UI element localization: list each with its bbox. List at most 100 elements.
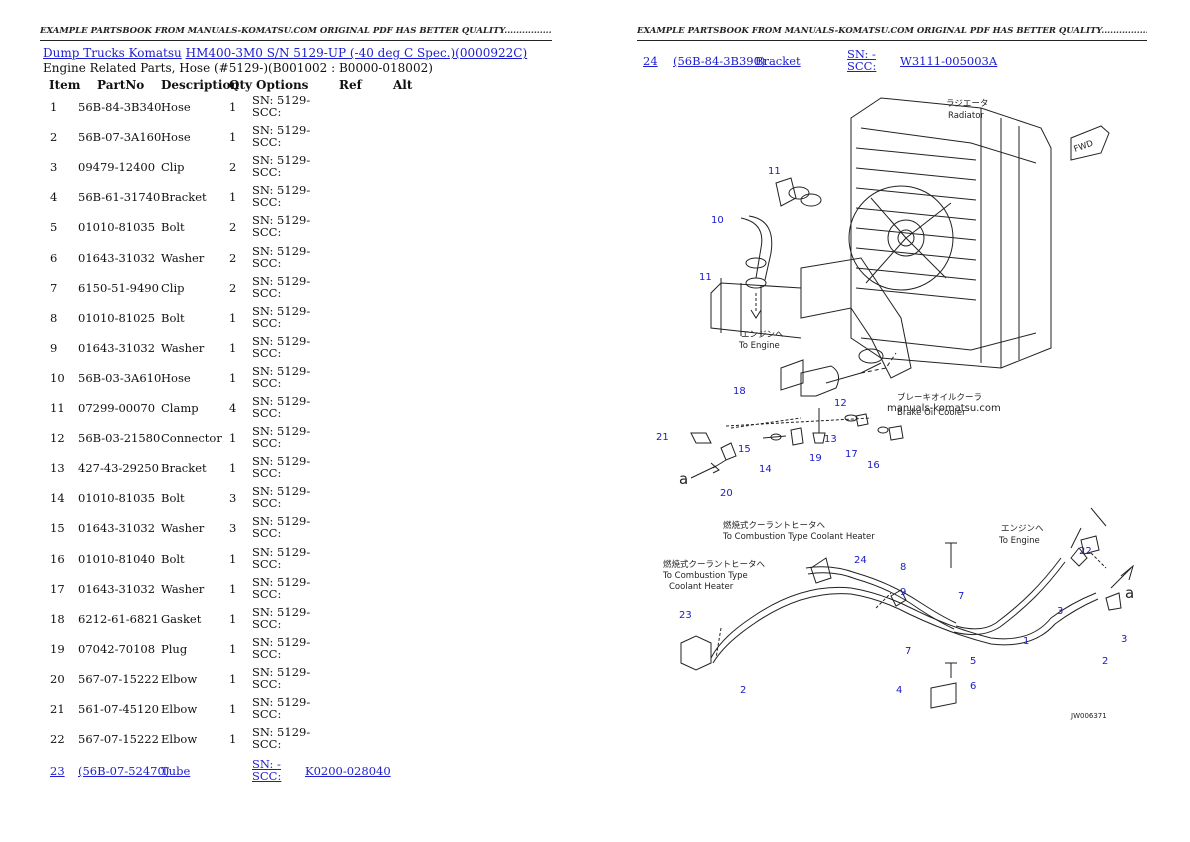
brake-oil-cooler-label-jp: ブレーキオイルクーラ [897, 392, 982, 403]
description-cell: Hose [161, 130, 191, 145]
callout-21[interactable]: 21 [656, 432, 669, 443]
qty-cell: 1 [229, 370, 237, 385]
description-cell: Washer [161, 250, 205, 265]
radiator-drawing [710, 97, 1052, 379]
partno-cell: 01010-81035 [78, 491, 156, 506]
options-scc: SCC: [252, 556, 282, 571]
options-cell: SN: 5129-SCC: [252, 154, 310, 178]
callout-22[interactable]: 22 [1079, 546, 1092, 557]
item-link[interactable]: 24 [643, 54, 658, 68]
options-cell: SN: 5129-SCC: [252, 606, 310, 630]
callout-3b[interactable]: 3 [1121, 634, 1127, 645]
description-cell: Gasket [161, 611, 202, 626]
radiator-label-en: Radiator [948, 111, 984, 121]
callout-7b[interactable]: 7 [905, 646, 911, 657]
table-row-linked: 24 (56B-84-3B390) Bracket SN: -SCC: W311… [637, 48, 1177, 78]
options-link[interactable]: SN: -SCC: [252, 758, 281, 782]
callout-9[interactable]: 9 [900, 587, 906, 598]
ref-link[interactable]: K0200-028040 [305, 764, 391, 778]
breadcrumb-link-model[interactable]: HM400-3M0 S/N 5129-UP (-40 deg C Spec.)(… [185, 46, 528, 60]
qty-cell: 1 [229, 130, 237, 145]
options-link[interactable]: SN: -SCC: [847, 48, 876, 72]
callout-7[interactable]: 7 [958, 591, 964, 602]
partno-cell: 56B-07-3A160 [78, 130, 162, 145]
coolant-heater-label-jp: 燃焼式クーラントヒータへ [723, 520, 826, 531]
qty-cell: 2 [229, 250, 237, 265]
ref-link[interactable]: W3111-005003A [900, 54, 998, 68]
marker-a-lower: a [1125, 584, 1134, 602]
item-cell: 20 [50, 671, 65, 686]
partno-cell: 56B-84-3B340 [78, 100, 162, 114]
callout-6[interactable]: 6 [970, 681, 976, 692]
callout-1[interactable]: 1 [1023, 636, 1029, 647]
qty-cell: 1 [229, 100, 237, 114]
callout-2[interactable]: 2 [1102, 656, 1108, 667]
partno-link[interactable]: (56B-84-3B390) [673, 54, 766, 68]
qty-cell: 1 [229, 340, 237, 355]
callout-11b[interactable]: 11 [699, 272, 712, 283]
description-cell: Elbow [161, 702, 198, 716]
callout-15[interactable]: 15 [738, 444, 751, 455]
partno-cell: 01643-31032 [78, 521, 156, 536]
page-header: EXAMPLE PARTSBOOK FROM MANUALS-KOMATSU.C… [40, 26, 552, 41]
callout-2b[interactable]: 2 [740, 685, 746, 696]
options-cell: SN: 5129-SCC: [252, 94, 310, 118]
options-sn: SN: 5129- [252, 93, 311, 107]
options-sn: SN: 5129- [252, 273, 311, 288]
description-link[interactable]: Bracket [755, 54, 801, 68]
callout-10[interactable]: 10 [711, 215, 724, 226]
options-scc: SCC: [252, 375, 282, 390]
breadcrumb-link-category[interactable]: Dump Trucks Komatsu [43, 46, 182, 60]
partno-cell: 01010-81035 [78, 220, 156, 235]
options-cell: SN: 5129-SCC: [252, 214, 310, 238]
partno-cell: 561-07-45120 [78, 702, 159, 716]
callout-17[interactable]: 17 [845, 449, 858, 460]
item-cell: 21 [50, 702, 65, 716]
options-scc: SCC: [252, 105, 282, 119]
exploded-parts-diagram: ラジエータ Radiator FWD エンジンへ To Engine ブレーキオ… [656, 97, 1134, 720]
options-cell: SN: 5129-SCC: [252, 726, 310, 750]
description-cell: Bolt [161, 491, 185, 506]
description-cell: Bolt [161, 310, 185, 325]
callout-20[interactable]: 20 [720, 488, 733, 499]
options-cell: SN: 5129-SCC: [252, 184, 310, 208]
callout-12[interactable]: 12 [834, 398, 847, 409]
callout-4[interactable]: 4 [896, 685, 902, 696]
item-cell: 10 [50, 370, 65, 385]
radiator-label-jp: ラジエータ [946, 99, 988, 109]
item-link[interactable]: 23 [50, 764, 65, 778]
options-cell: SN: 5129-SCC: [252, 485, 310, 509]
qty-cell: 2 [229, 160, 237, 175]
description-link[interactable]: Tube [161, 764, 191, 778]
item-cell: 9 [50, 340, 58, 355]
coolant-heater-label-jp-left: 燃焼式クーラントヒータへ [663, 559, 766, 570]
callout-18[interactable]: 18 [733, 386, 746, 397]
breadcrumb: Dump Trucks Komatsu HM400-3M0 S/N 5129-U… [43, 46, 527, 60]
callout-14[interactable]: 14 [759, 464, 772, 475]
callout-labels: 11 10 11 12 18 21 15 14 19 13 17 16 20 2… [656, 166, 1127, 696]
options-scc: SCC: [252, 315, 282, 330]
partno-link[interactable]: (56B-07-52470) [78, 764, 170, 778]
callout-16[interactable]: 16 [867, 460, 880, 471]
callout-24[interactable]: 24 [854, 555, 867, 566]
options-scc: SCC: [252, 255, 282, 270]
callout-5[interactable]: 5 [970, 656, 976, 667]
partno-cell: 01643-31032 [78, 340, 156, 355]
callout-13[interactable]: 13 [824, 434, 837, 445]
callout-19[interactable]: 19 [809, 453, 822, 464]
description-cell: Washer [161, 340, 205, 355]
callout-8[interactable]: 8 [900, 562, 906, 573]
callout-23[interactable]: 23 [679, 610, 692, 621]
item-cell: 2 [50, 130, 58, 145]
callout-3[interactable]: 3 [1057, 606, 1063, 617]
callout-11[interactable]: 11 [768, 166, 781, 177]
item-cell: 18 [50, 611, 65, 626]
options-cell: SN: 5129-SCC: [252, 546, 310, 570]
